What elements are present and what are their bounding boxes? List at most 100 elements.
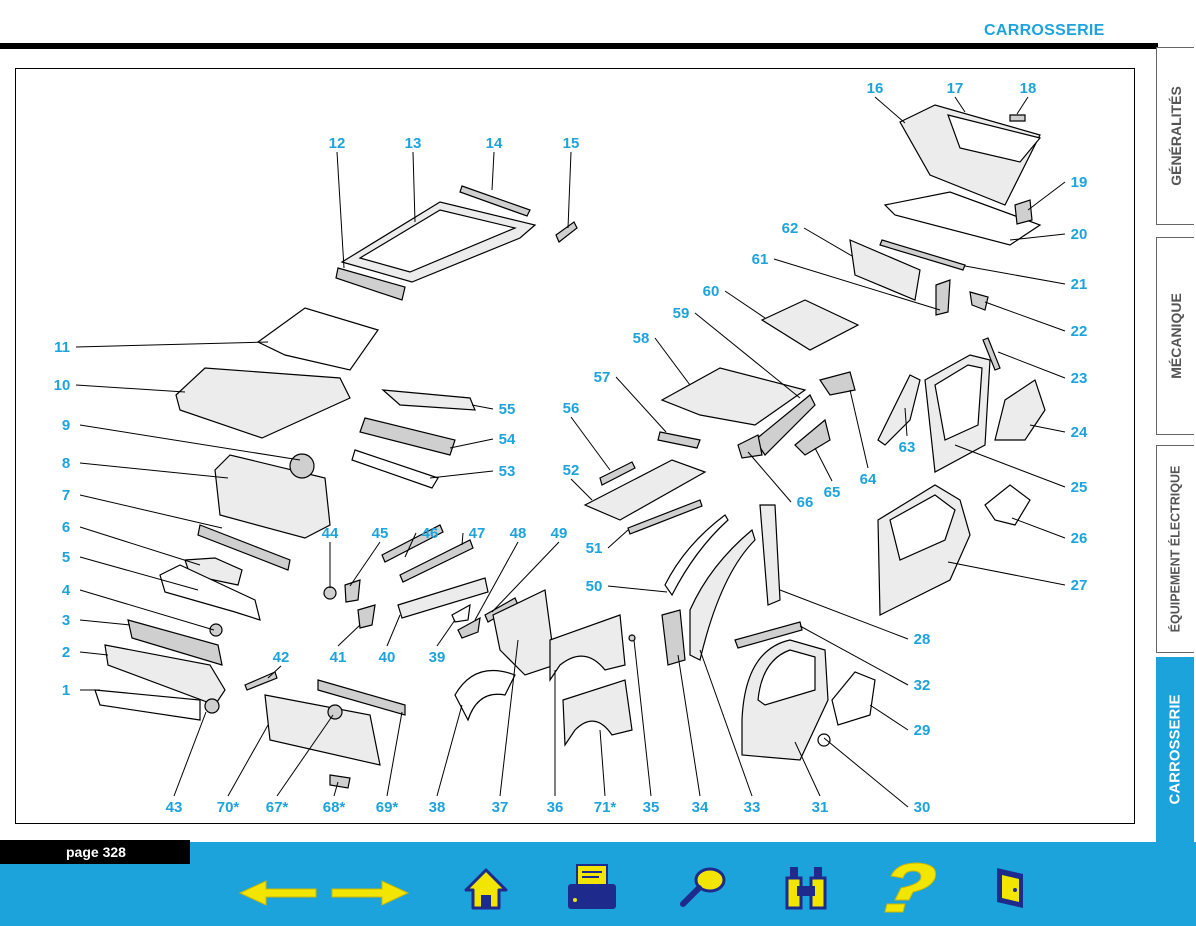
part-roof-bow-rear (459, 185, 531, 217)
leader-33 (699, 649, 753, 797)
callout-71-star: 71* (594, 799, 617, 816)
leader-5 (79, 556, 199, 591)
leader-58 (654, 337, 691, 386)
callout-27: 27 (1071, 577, 1088, 594)
callout-35: 35 (643, 799, 660, 816)
part-roof-panel (358, 209, 517, 273)
callout-51: 51 (586, 540, 603, 557)
callout-6: 6 (62, 519, 70, 536)
part-side-panel-window (889, 494, 956, 561)
section-tabs: GÉNÉRALITÉS MÉCANIQUE ÉQUIPEMENT ÉLECTRI… (1156, 47, 1196, 842)
part-grille-insert-68 (329, 774, 351, 789)
part-floor-crossmember-56 (599, 461, 636, 486)
leader-11 (75, 341, 269, 348)
part-sill-32 (734, 621, 803, 649)
home-icon[interactable] (463, 866, 509, 912)
part-longeron-47 (399, 539, 474, 583)
leader-6 (79, 526, 201, 566)
leader-53 (429, 470, 494, 479)
part-front-wing-36 (549, 614, 626, 682)
leader-43 (173, 711, 207, 797)
callout-8: 8 (62, 455, 70, 472)
callout-7: 7 (62, 487, 70, 504)
leader-10 (75, 384, 186, 393)
callout-10: 10 (54, 377, 71, 394)
callout-2: 2 (62, 644, 70, 661)
help-icon[interactable] (873, 860, 943, 914)
callout-17: 17 (947, 80, 964, 97)
part-front-spoiler-1 (94, 689, 201, 721)
callout-14: 14 (486, 135, 503, 152)
callout-44: 44 (322, 525, 339, 542)
leader-48 (474, 541, 519, 621)
callout-12: 12 (329, 135, 346, 152)
arrow-right-icon[interactable] (330, 878, 410, 908)
leader-50 (607, 585, 668, 593)
exit-door-icon[interactable] (993, 864, 1029, 910)
callout-5: 5 (62, 549, 70, 566)
callout-18: 18 (1020, 80, 1037, 97)
callout-30: 30 (914, 799, 931, 816)
part-bracket-64 (819, 371, 856, 396)
leader-35 (633, 639, 652, 797)
callout-67-star: 67* (266, 799, 289, 816)
callout-59: 59 (673, 305, 690, 322)
callout-55: 55 (499, 401, 516, 418)
callout-4: 4 (62, 582, 71, 599)
leader-8 (79, 462, 229, 479)
callout-50: 50 (586, 578, 603, 595)
part-longeron-46 (381, 524, 444, 563)
binoculars-icon[interactable] (783, 864, 829, 912)
part-rear-member-59 (754, 394, 816, 456)
leader-32 (799, 625, 909, 686)
part-fan (289, 453, 315, 479)
part-roof-bow-front (335, 267, 406, 301)
tab-carrosserie[interactable]: CARROSSERIE (1156, 657, 1194, 842)
part-fuel-flap-26 (984, 484, 1031, 526)
callout-68-star: 68* (323, 799, 346, 816)
leader-3 (79, 619, 131, 626)
part-clip-35 (628, 634, 636, 642)
part-bracket-48 (457, 616, 481, 639)
callout-70-star: 70* (217, 799, 240, 816)
leader-69-star (386, 711, 403, 797)
callout-9: 9 (62, 417, 70, 434)
callout-19: 19 (1071, 174, 1088, 191)
arrow-left-icon[interactable] (238, 878, 318, 908)
part-a-pillar-50 (664, 514, 729, 597)
leader-49 (491, 541, 560, 613)
part-a-pillar-33 (689, 528, 756, 661)
leader-18 (1016, 96, 1029, 115)
part-rear-door-window (934, 364, 983, 441)
part-front-bumper-2 (104, 644, 226, 706)
part-drawings (94, 104, 1046, 789)
part-fog-lamp-43 (204, 698, 220, 714)
part-cowl-54 (359, 417, 456, 456)
callout-66: 66 (797, 494, 814, 511)
magnifier-icon[interactable] (678, 864, 728, 910)
printer-icon[interactable] (565, 862, 619, 912)
tab-equipement-electrique[interactable]: ÉQUIPEMENT ÉLECTRIQUE (1156, 445, 1194, 653)
callout-37: 37 (492, 799, 509, 816)
callout-40: 40 (379, 649, 396, 666)
callout-65: 65 (824, 484, 841, 501)
tab-mecanique[interactable]: MÉCANIQUE (1156, 237, 1194, 435)
part-badge-18 (1009, 114, 1026, 122)
leader-31 (794, 741, 821, 797)
callout-63: 63 (899, 439, 916, 456)
callout-58: 58 (633, 330, 650, 347)
part-front-wing-71 (562, 679, 633, 747)
leader-70-star (227, 724, 269, 797)
callout-29: 29 (914, 722, 931, 739)
leader-2 (79, 651, 109, 656)
leader-25 (954, 444, 1066, 488)
leader-59 (694, 312, 801, 399)
callout-43: 43 (166, 799, 183, 816)
part-front-door-window (757, 649, 816, 706)
part-bracket-66 (737, 434, 763, 459)
leader-17 (954, 96, 966, 113)
tab-generalites[interactable]: GÉNÉRALITÉS (1156, 47, 1194, 225)
part-floor-member-57 (657, 431, 701, 449)
